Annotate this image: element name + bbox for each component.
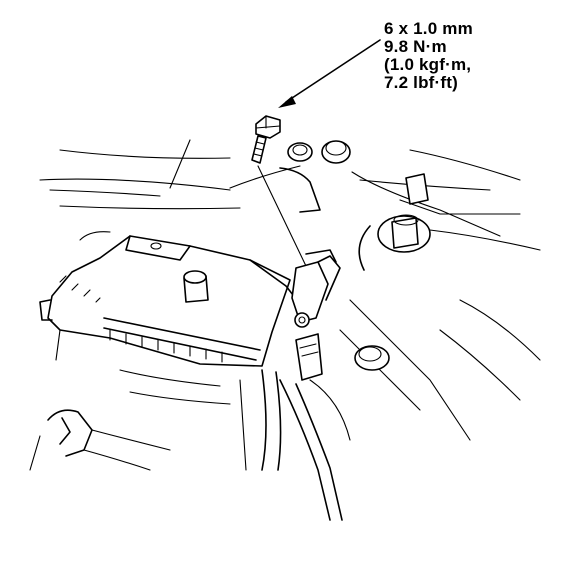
wire-harness (239, 369, 351, 521)
leader-arrow (278, 39, 381, 108)
mount-boss-top-right (321, 140, 351, 164)
lower-left-component (29, 409, 171, 471)
installation-guide-line (257, 165, 307, 267)
torque-kgfm-label: (1.0 kgf·m, (384, 55, 472, 74)
left-panel-lines (79, 231, 231, 405)
bracket-stud (183, 270, 209, 303)
mount-boss-top-left (287, 142, 313, 162)
torque-nm-label: 9.8 N·m (384, 37, 447, 56)
main-bracket (39, 235, 301, 367)
mount-boss-lower-right (354, 345, 390, 371)
sensor-assembly (291, 249, 341, 381)
torque-lbfft-label: 7.2 lbf·ft) (384, 73, 458, 92)
bolt-size-label: 6 x 1.0 mm (384, 19, 473, 38)
right-post (358, 173, 431, 271)
bolt-icon (251, 115, 281, 164)
torque-spec-callout: 6 x 1.0 mm 9.8 N·m (1.0 kgf·m, 7.2 lbf·f… (384, 20, 473, 92)
